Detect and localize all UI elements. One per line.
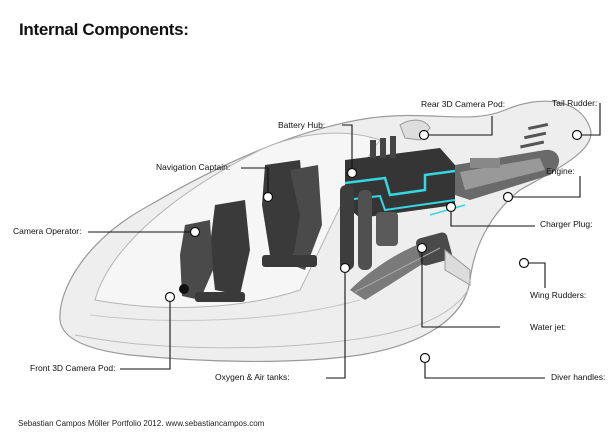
label-camera-operator: Camera Operator: bbox=[13, 226, 82, 236]
label-diver-handles: Diver handles: bbox=[551, 372, 606, 382]
label-tail-rudder: Tail Rudder: bbox=[552, 98, 598, 108]
dot-wing-rudders bbox=[518, 257, 530, 269]
oxygen-tanks bbox=[340, 185, 398, 270]
label-rear-3d-camera-pod: Rear 3D Camera Pod: bbox=[421, 99, 506, 109]
front-camera-pod bbox=[179, 284, 189, 294]
label-engine: Engine: bbox=[546, 166, 575, 176]
dot-battery-hub bbox=[346, 167, 358, 179]
label-battery-hub: Battery Hub: bbox=[278, 120, 326, 130]
hull-seam bbox=[89, 299, 361, 321]
tail-vents bbox=[520, 122, 549, 149]
label-oxygen-air-tanks: Oxygen & Air tanks: bbox=[215, 372, 290, 382]
callout-dots bbox=[164, 129, 583, 364]
wing-rudder-shape bbox=[444, 248, 471, 286]
footer-credit: Sebastian Campos Möller Portfolio 2012. … bbox=[18, 419, 265, 428]
label-water-jet: Water jet: bbox=[530, 322, 567, 332]
leader-lines bbox=[88, 103, 601, 379]
label-wing-rudders: Wing Rudders: bbox=[530, 290, 587, 300]
hull-belly bbox=[74, 289, 469, 349]
dot-water-jet bbox=[416, 242, 428, 254]
dot-charger-plug bbox=[445, 201, 457, 213]
dot-front-3d-camera-pod bbox=[164, 291, 176, 303]
water-jet-unit bbox=[350, 232, 452, 300]
dot-navigation-captain bbox=[262, 191, 274, 203]
label-front-3d-camera-pod: Front 3D Camera Pod: bbox=[30, 363, 116, 373]
dot-oxygen-air-tanks bbox=[339, 262, 351, 274]
dot-diver-handles bbox=[419, 352, 431, 364]
engine-unit bbox=[429, 149, 560, 216]
page-title: Internal Components: bbox=[19, 20, 189, 39]
label-navigation-captain: Navigation Captain: bbox=[156, 162, 231, 172]
label-charger-plug: Charger Plug: bbox=[540, 219, 593, 229]
dot-tail-rudder bbox=[571, 129, 583, 141]
seats bbox=[180, 160, 322, 302]
dot-engine bbox=[502, 191, 514, 203]
dot-camera-operator bbox=[189, 226, 201, 238]
dot-rear-3d-camera-pod bbox=[418, 129, 430, 141]
